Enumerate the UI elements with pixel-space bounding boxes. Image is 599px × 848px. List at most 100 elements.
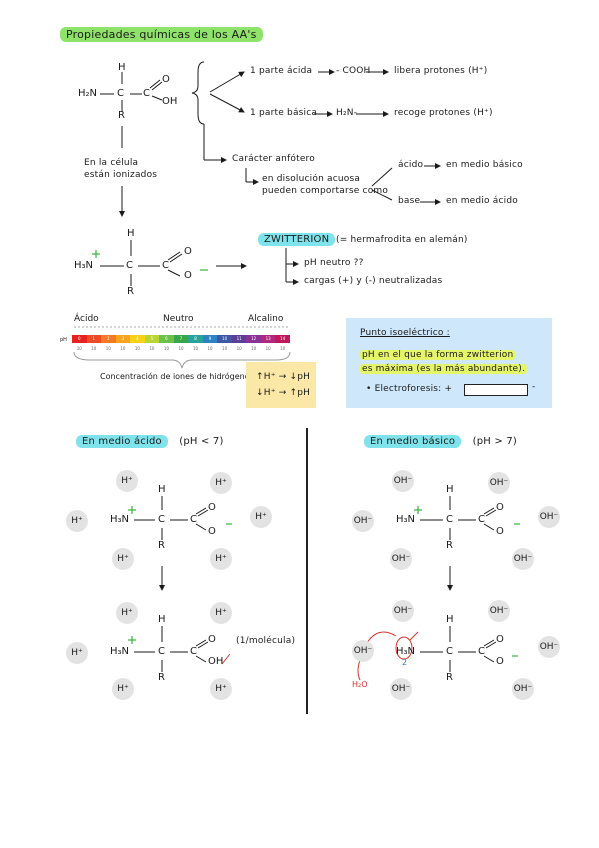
electrophoresis-box <box>464 384 528 396</box>
acid-part: 1 parte ácida <box>250 66 313 76</box>
oh-ion: OH⁻ <box>392 600 414 622</box>
base-group: H₂N- <box>336 108 358 118</box>
ph-cell: 11 <box>231 335 247 343</box>
aa-carbon-2: C <box>143 88 150 99</box>
h-ion: H⁺ <box>112 678 134 700</box>
ph-tick: 10 <box>265 346 271 351</box>
zwitterion-label: ZWITTERION <box>258 233 336 246</box>
ph-rule-2: ↓H⁺ → ↑pH <box>256 388 311 398</box>
zw-c2: C <box>162 260 169 271</box>
ph-cell: 5 <box>144 335 160 343</box>
aa-r: R <box>118 110 125 121</box>
zwitterion-meaning: (= hermafrodita en alemán) <box>336 235 468 245</box>
anfotero-base: base <box>398 196 421 206</box>
oh-ion: OH⁻ <box>538 636 560 658</box>
ph-tick: 10 <box>149 346 155 351</box>
isoelectric-box: Punto isoeléctrico : pH en el que la for… <box>346 318 552 408</box>
acid-section-title: En medio ácido (pH < 7) <box>76 435 224 448</box>
base-m2-h3n: H₃N <box>396 646 416 657</box>
acid-action: libera protones (H⁺) <box>394 66 488 76</box>
anfotero-base-medio: en medio ácido <box>446 196 518 206</box>
ph-acido: Ácido <box>74 314 99 324</box>
oh-ion: OH⁻ <box>392 470 414 492</box>
ph-cell: 13 <box>260 335 276 343</box>
base-action: recoge protones (H⁺) <box>394 108 493 118</box>
aa-oh: OH <box>162 96 178 107</box>
ph-tick: 10 <box>251 346 257 351</box>
ph-caption: Concentración de iones de hidrógeno <box>100 372 250 381</box>
acid-m2-h: H <box>158 614 166 625</box>
zw-h: H <box>127 228 135 239</box>
h-ion: H⁺ <box>66 642 88 664</box>
ph-cell: 0 <box>72 335 87 343</box>
base-m1-c: C <box>446 514 453 525</box>
ph-cell: 9 <box>202 335 218 343</box>
isoelectric-minus: - <box>532 382 536 392</box>
oh-ion: OH⁻ <box>390 678 412 700</box>
oh-ion: OH⁻ <box>352 510 374 532</box>
page-title: Propiedades químicas de los AA's <box>60 27 263 42</box>
isoelectric-line1: pH en el que la forma zwitterion <box>360 350 516 360</box>
acid-m1-o1: O <box>208 502 216 513</box>
ph-tick: 10 <box>207 346 213 351</box>
zw-h3n: H₃N <box>74 260 94 271</box>
aa-carbon: C <box>117 88 124 99</box>
h-ion: H⁺ <box>66 510 88 532</box>
base-part: 1 parte básica <box>250 108 318 118</box>
acid-m1-c2: C <box>190 514 197 525</box>
acid-m1-c: C <box>158 514 165 525</box>
aa-oxygen: O <box>162 74 170 85</box>
zwitterion-cargas: cargas (+) y (-) neutralizadas <box>304 276 443 286</box>
acid-m2-oh: OH <box>208 656 224 667</box>
section-divider <box>306 428 308 714</box>
ph-tick: 10 <box>120 346 126 351</box>
h-ion: H⁺ <box>210 678 232 700</box>
ph-tick: 10 <box>236 346 242 351</box>
isoelectric-line3: • Electroforesis: + <box>366 384 453 394</box>
ph-tick: 10 <box>178 346 184 351</box>
isoelectric-title: Punto isoeléctrico : <box>360 328 450 338</box>
acid-m2-h3n: H₃N <box>110 646 130 657</box>
zw-o1: O <box>184 246 192 257</box>
ph-tick: 10 <box>192 346 199 351</box>
anfotero-line1: en disolución acuosa <box>262 174 361 184</box>
h-ion: H⁺ <box>210 548 232 570</box>
base-m1-o1: O <box>496 502 504 513</box>
zw-r: R <box>127 286 134 297</box>
acid-m1-o2: O <box>208 526 216 537</box>
acid-m1-h3n: H₃N <box>110 514 130 525</box>
zw-o2: O <box>184 270 192 281</box>
h-ion: H⁺ <box>210 472 232 494</box>
ph-cell: 1 <box>86 335 102 343</box>
base-m1-c2: C <box>478 514 485 525</box>
anfotero-acido: ácido <box>398 160 424 170</box>
cell-note-1: En la célula <box>84 158 139 168</box>
ph-neutro: Neutro <box>163 314 194 324</box>
base-m2-r: R <box>446 672 453 683</box>
h-ion: H⁺ <box>250 506 272 528</box>
ph-cell: 14 <box>275 335 290 343</box>
ph-cell: 4 <box>130 335 145 343</box>
ph-tick: 10 <box>280 346 286 351</box>
oh-ion: OH⁻ <box>538 506 560 528</box>
h-ion: H⁺ <box>116 602 138 624</box>
ph-cell: 7 <box>173 335 189 343</box>
ph-tick: 10 <box>105 346 111 351</box>
oh-ion: OH⁻ <box>352 640 374 662</box>
aa-h-top: H <box>118 62 126 73</box>
acid-m1-h: H <box>158 484 166 495</box>
acid-group: - COOH <box>336 66 371 76</box>
base-m1-r: R <box>446 540 453 551</box>
h-ion: H⁺ <box>210 602 232 624</box>
anfotero-label: Carácter anfótero <box>232 154 315 164</box>
ph-alcalino: Alcalino <box>248 314 284 324</box>
base-m2-o2: O <box>496 656 504 667</box>
base-m2-h: H <box>446 614 454 625</box>
oh-ion: OH⁻ <box>488 472 510 494</box>
anfotero-acido-medio: en medio básico <box>446 160 523 170</box>
anfotero-line2: pueden comportarse como <box>262 186 389 196</box>
ph-label: pH <box>60 337 67 343</box>
oh-ion: OH⁻ <box>390 548 412 570</box>
